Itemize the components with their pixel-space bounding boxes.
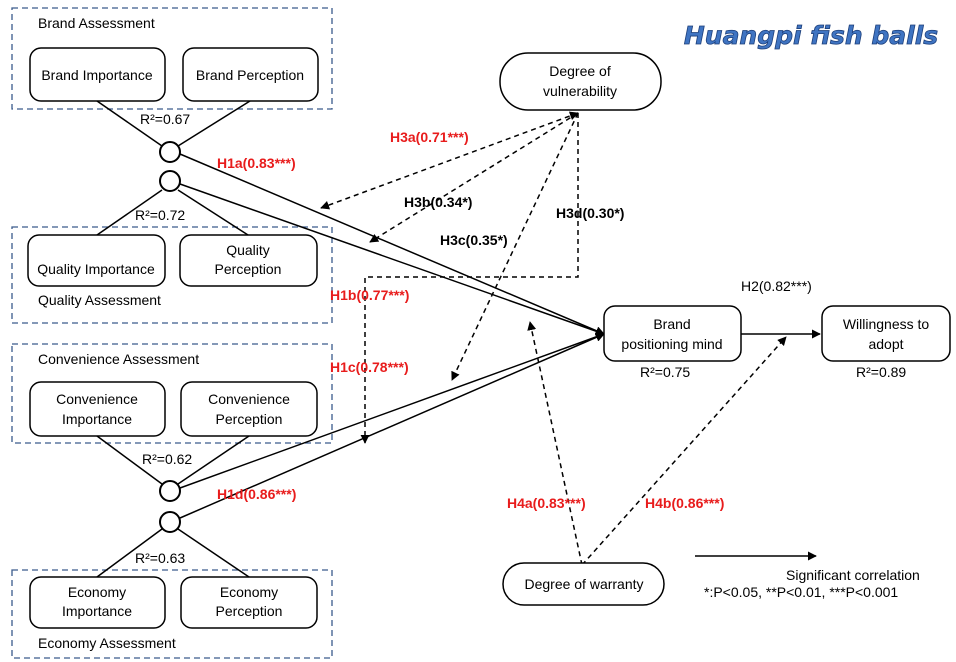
- economy-importance-label-1: Economy: [68, 584, 126, 600]
- h3a-label: H3a(0.71***): [390, 129, 469, 145]
- quality-assessment-group: [11, 226, 333, 324]
- brand-positioning-r2: R²=0.75: [640, 364, 690, 380]
- h1a-label: H1a(0.83***): [217, 155, 296, 171]
- economy-perception-label-1: Economy: [220, 584, 278, 600]
- quality-r2: R²=0.72: [135, 207, 185, 223]
- willingness-r2: R²=0.89: [856, 364, 906, 380]
- convenience-assessment-group: [11, 343, 333, 444]
- h1-paths: [179, 153, 821, 519]
- vulnerability-node: [499, 52, 662, 111]
- economy-perception-label-2: Perception: [216, 603, 283, 619]
- h1c-label: H1c(0.78***): [330, 359, 409, 375]
- h2-label: H2(0.82***): [741, 278, 812, 294]
- h1b-label: H1b(0.77***): [330, 287, 409, 303]
- diagram-title: Huangpi fish balls: [684, 21, 938, 50]
- economy-latent-circle: [159, 511, 181, 533]
- convenience-assessment-label: Convenience Assessment: [38, 351, 199, 367]
- willingness-label-2: adopt: [868, 336, 903, 352]
- convenience-perception-label-2: Perception: [216, 411, 283, 427]
- brand-perception-box: [182, 47, 319, 102]
- convenience-r2: R²=0.62: [142, 451, 192, 467]
- h4b-label: H4b(0.86***): [645, 495, 724, 511]
- moderation-paths: [320, 111, 787, 566]
- willingness-node: [821, 305, 951, 362]
- brand-latent-circle: [159, 141, 181, 163]
- convenience-importance-label-2: Importance: [62, 411, 132, 427]
- quality-perception-label-1: Quality: [226, 242, 270, 258]
- brand-positioning-label-1: Brand: [653, 316, 690, 332]
- path-labels: H1a(0.83***) H1b(0.77***) H1c(0.78***) H…: [217, 129, 724, 511]
- quality-latent-circle: [159, 170, 181, 192]
- convenience-latent-circle: [159, 480, 181, 502]
- h1d-label: H1d(0.86***): [217, 486, 296, 502]
- quality-perception-box: [179, 234, 318, 287]
- brand-perception-label: Brand Perception: [196, 67, 304, 83]
- brand-r2: R²=0.67: [140, 111, 190, 127]
- brand-assessment-group: [11, 7, 333, 110]
- quality-perception-label-2: Perception: [215, 261, 282, 277]
- warranty-node: [502, 562, 665, 606]
- legend-significance: *:P<0.05, **P<0.01, ***P<0.001: [704, 584, 898, 600]
- indicator-connectors: [96, 100, 251, 578]
- convenience-importance-label-1: Convenience: [56, 391, 138, 407]
- quality-assessment-label: Quality Assessment: [38, 292, 161, 308]
- economy-r2: R²=0.63: [135, 550, 185, 566]
- warranty-label: Degree of warranty: [524, 576, 643, 592]
- h3d-label: H3d(0.30*): [556, 205, 624, 221]
- brand-positioning-mind-node: [603, 305, 742, 362]
- h3c-label: H3c(0.35*): [440, 232, 508, 248]
- willingness-label-1: Willingness to: [843, 316, 930, 332]
- quality-importance-box: [27, 234, 166, 287]
- economy-assessment-label: Economy Assessment: [38, 635, 176, 651]
- vulnerability-label-1: Degree of: [549, 63, 611, 79]
- convenience-perception-label-1: Convenience: [208, 391, 290, 407]
- legend-label: Significant correlation: [786, 567, 920, 583]
- vulnerability-label-2: vulnerability: [543, 83, 617, 99]
- quality-importance-label: Quality Importance: [37, 261, 155, 277]
- economy-importance-label-2: Importance: [62, 603, 132, 619]
- h3b-label: H3b(0.34*): [404, 194, 472, 210]
- h4a-label: H4a(0.83***): [507, 495, 586, 511]
- brand-positioning-label-2: positioning mind: [621, 336, 722, 352]
- brand-importance-label: Brand Importance: [41, 67, 152, 83]
- brand-assessment-label: Brand Assessment: [38, 15, 155, 31]
- economy-assessment-group: [11, 569, 333, 659]
